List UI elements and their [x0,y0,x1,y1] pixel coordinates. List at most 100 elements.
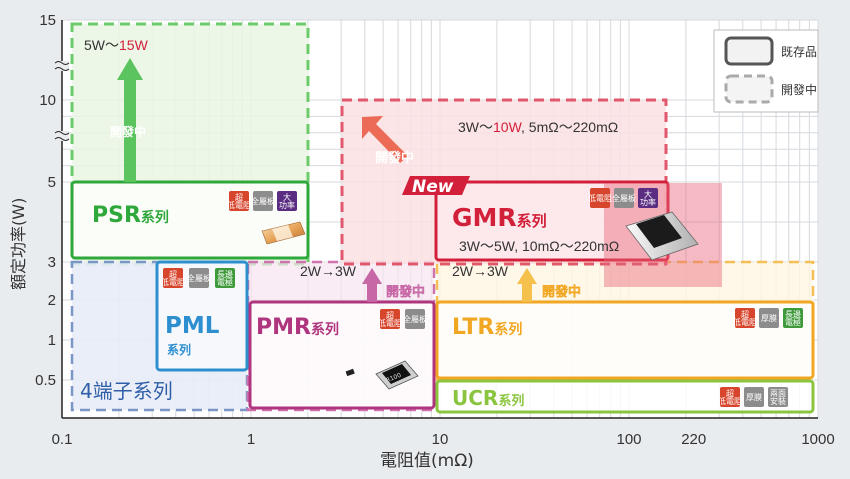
gmr-dev-range-note: 3W～10W, 5mΩ～220mΩ [458,119,618,135]
ucr-series-label: UCR系列 [452,386,524,410]
feature-badge-text: 大 [283,192,291,202]
feature-badge-text: 全屬板 [187,273,211,283]
pml-label: PML [165,313,220,339]
pml-series-suffix: 系列 [167,342,191,357]
feature-badge: 大功率 [277,191,297,211]
feature-badge-bg [768,387,788,407]
feature-badge-text: 超 [235,192,243,202]
feature-badge: 全屬板 [403,309,427,329]
legend-development-label: 開發中 [781,82,817,97]
feature-badge-text: 全屬板 [251,196,275,206]
feature-badge-bg [229,191,249,211]
feature-badge-text: 功率 [279,200,295,210]
feature-badge-text: 超 [386,310,394,320]
ltr-dev-note: 2W→3W [452,263,509,279]
gmr-dev-arrow [362,116,408,163]
feature-badge-text: 全屬板 [403,314,427,324]
ltr-series-label: LTR系列 [452,315,522,340]
four-terminal-series-label: 4端子系列 [80,379,173,403]
x-tick-label: 220 [681,431,706,448]
feature-badge-bg [759,308,779,328]
x-axis-label: 電阻值(mΩ) [380,451,474,471]
y-tick-label: 2 [48,292,56,309]
feature-badge-text: 厚膜 [761,313,777,323]
feature-badge-text: 低電阻 [378,318,402,328]
feature-badge-text: 超 [726,388,734,398]
new-tag: New [402,176,470,197]
feature-badge-bg [590,188,610,208]
feature-badge-bg [277,191,297,211]
feature-badge-text: 大 [644,189,652,199]
ltr-dev-arrow [517,268,537,302]
x-tick-label: 1000 [801,431,834,448]
pmr-dev-arrow [362,268,382,302]
y-tick-label: 10 [39,92,56,109]
feature-badges: 超低電阻全屬板大功率低電阻全屬板大功率超低電阻全屬板長邊電極超低電阻全屬板超低電… [161,188,803,407]
x-tick-label: 1 [247,431,255,448]
gmr-series-label: GMR系列 [452,203,547,232]
feature-badge-bg [735,308,755,328]
pmr-dev-note: 2W→3W [300,263,357,279]
svg-text:New: New [412,177,454,197]
psr-range-note: 5W～15W [84,37,149,53]
feature-badge: 低電阻 [588,188,612,208]
y-tick-label: 5 [48,174,56,191]
legend-swatch-development [724,74,774,104]
feature-badge-bg [163,268,183,288]
psr-series-label: PSR系列 [92,203,169,228]
axis-break-marks [54,61,70,141]
ltr-dev-arrow-label: 開發中 [542,284,581,300]
legend-existing-label: 既存品 [781,45,817,59]
feature-badge-text: 電極 [785,317,801,327]
pml-region [155,260,249,372]
gmr-dev-arrow-label: 開發中 [375,150,414,166]
y-axis-label: 額定功率(W) [9,198,28,290]
feature-badge-text: 低電阻 [161,277,185,287]
feature-badge: 全屬板 [187,268,211,288]
psr-dev-arrow-label: 開發中 [110,124,146,139]
feature-badge: 大功率 [638,188,658,208]
feature-badge-text: 低電阻 [227,200,251,210]
feature-badge: 全屬板 [612,188,636,208]
x-tick-label: 0.1 [52,431,73,448]
feature-badge-bg [380,309,400,329]
feature-badge-text: 長邊 [785,309,801,319]
feature-badge-bg [638,188,658,208]
psr-product-image [261,221,306,245]
feature-badge-text: 厚膜 [746,392,762,402]
ucr-region [435,379,815,414]
pmr-series-label: PMR系列 [256,315,339,340]
feature-badge-text: 超 [169,269,177,279]
feature-badge-text: 低電阻 [718,396,742,406]
feature-badge: 厚膜 [744,387,764,407]
ltr-region [435,300,815,380]
pmr-dev-arrow-label: 開發中 [386,284,425,300]
gmr-existing-range-note: 3W～5W, 10mΩ～220mΩ [459,238,619,254]
feature-badge-text: 超 [741,309,749,319]
x-tick-label: 100 [616,431,641,448]
feature-badge: 厚膜 [759,308,779,328]
pmr-product-image: R100 [345,360,419,390]
gmr-product-image [625,211,699,261]
y-tick-label: 3 [48,254,56,271]
feature-badge-text: 低電阻 [588,193,612,203]
feature-badge-bg [215,268,235,288]
psr-dev-arrow [117,58,143,182]
feature-badge-bg [614,188,634,208]
feature-badge-text: 電極 [217,277,233,287]
feature-badge-bg [783,308,803,328]
feature-badge-bg [189,268,209,288]
y-tick-label: 15 [39,12,56,29]
feature-badge-text: 兩面 [770,389,786,398]
feature-badge-bg [405,309,425,329]
